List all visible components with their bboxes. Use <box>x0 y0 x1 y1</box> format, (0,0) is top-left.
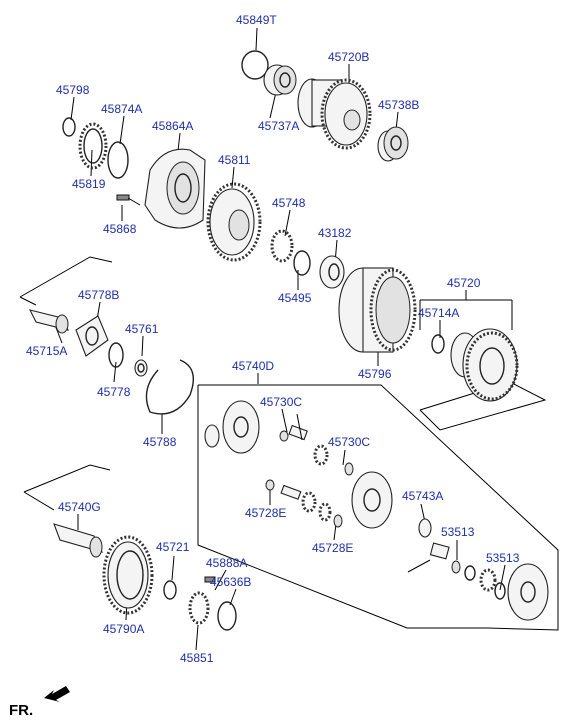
label-45790A[interactable]: 45790A <box>103 622 144 636</box>
part-45819-roller-ring <box>78 122 108 170</box>
part-45720-ring-gear <box>450 328 519 402</box>
part-45811-gear <box>206 182 262 262</box>
label-45740G[interactable]: 45740G <box>58 500 101 514</box>
label-45761[interactable]: 45761 <box>125 322 159 336</box>
label-45874A[interactable]: 45874A <box>101 102 142 116</box>
part-45721-washer <box>163 580 177 600</box>
label-53513-a[interactable]: 53513 <box>441 525 475 539</box>
label-45730C-a[interactable]: 45730C <box>260 395 302 409</box>
label-45778B[interactable]: 45778B <box>78 288 119 302</box>
label-45864A[interactable]: 45864A <box>152 119 193 133</box>
part-45874A-ring <box>107 141 129 179</box>
part-45715A-shaft <box>28 309 70 334</box>
label-45778[interactable]: 45778 <box>97 385 131 399</box>
part-45737A-bearing <box>263 64 297 96</box>
label-45743A[interactable]: 45743A <box>402 489 443 503</box>
part-45888A-sensor <box>204 576 216 583</box>
part-45748-needle-bearing <box>270 229 294 263</box>
front-direction-indicator: FR. <box>9 686 70 719</box>
label-45811[interactable]: 45811 <box>218 153 251 167</box>
label-45796[interactable]: 45796 <box>358 367 392 381</box>
part-45788-snap-ring <box>145 359 194 415</box>
label-45798[interactable]: 45798 <box>56 83 90 97</box>
label-45738B[interactable]: 45738B <box>378 98 419 112</box>
part-45868-bolt <box>116 194 141 206</box>
label-43182[interactable]: 43182 <box>318 226 352 240</box>
label-45495[interactable]: 45495 <box>278 291 312 305</box>
label-45715A[interactable]: 45715A <box>26 344 67 358</box>
part-45738B-bearing <box>377 126 409 162</box>
part-45796-drum <box>338 267 417 353</box>
part-45714A-snap-ring <box>431 334 445 354</box>
label-45748[interactable]: 45748 <box>272 196 306 210</box>
leader-lines <box>54 27 513 651</box>
part-45495-ring <box>293 250 311 276</box>
label-45737A[interactable]: 45737A <box>258 119 299 133</box>
label-45636B[interactable]: 45636B <box>210 575 251 589</box>
label-45721[interactable]: 45721 <box>156 540 190 554</box>
part-45790A-ring-gear <box>102 535 154 615</box>
front-arrow-icon <box>44 686 70 702</box>
part-45849T-snap-ring <box>241 50 269 80</box>
label-45720B[interactable]: 45720B <box>328 50 369 64</box>
front-direction-label: FR. <box>9 702 33 719</box>
part-45778B-carrier-plate <box>75 315 109 357</box>
part-45761-washer <box>134 359 148 377</box>
part-43182-plate <box>319 255 345 289</box>
label-45788[interactable]: 45788 <box>143 435 177 449</box>
label-53513-b[interactable]: 53513 <box>486 551 520 565</box>
part-45720B-gear-shaft <box>297 78 372 150</box>
assembly-brackets <box>19 256 559 631</box>
label-45728E-a[interactable]: 45728E <box>245 506 286 520</box>
part-labels: 45849T 45720B 45798 45874A 45864A 45737A… <box>26 13 520 665</box>
label-45851[interactable]: 45851 <box>180 651 214 665</box>
part-45851-gear <box>188 591 210 625</box>
label-45819[interactable]: 45819 <box>72 177 106 191</box>
part-45798-thrust-washer <box>62 117 76 137</box>
label-45730C-b[interactable]: 45730C <box>328 435 370 449</box>
part-45740D-carrier-assembly <box>204 400 549 621</box>
label-45849T[interactable]: 45849T <box>236 13 277 27</box>
label-45740D[interactable]: 45740D <box>232 359 274 373</box>
label-45888A[interactable]: 45888A <box>206 556 247 570</box>
label-45868[interactable]: 45868 <box>103 222 137 236</box>
label-45720[interactable]: 45720 <box>447 276 481 290</box>
part-45864A-housing <box>144 148 206 229</box>
label-45728E-b[interactable]: 45728E <box>312 541 353 555</box>
part-45778-ring <box>108 342 124 368</box>
label-45714A[interactable]: 45714A <box>418 306 459 320</box>
part-45740G-shaft <box>53 523 104 558</box>
part-45636B-ring <box>217 601 237 631</box>
